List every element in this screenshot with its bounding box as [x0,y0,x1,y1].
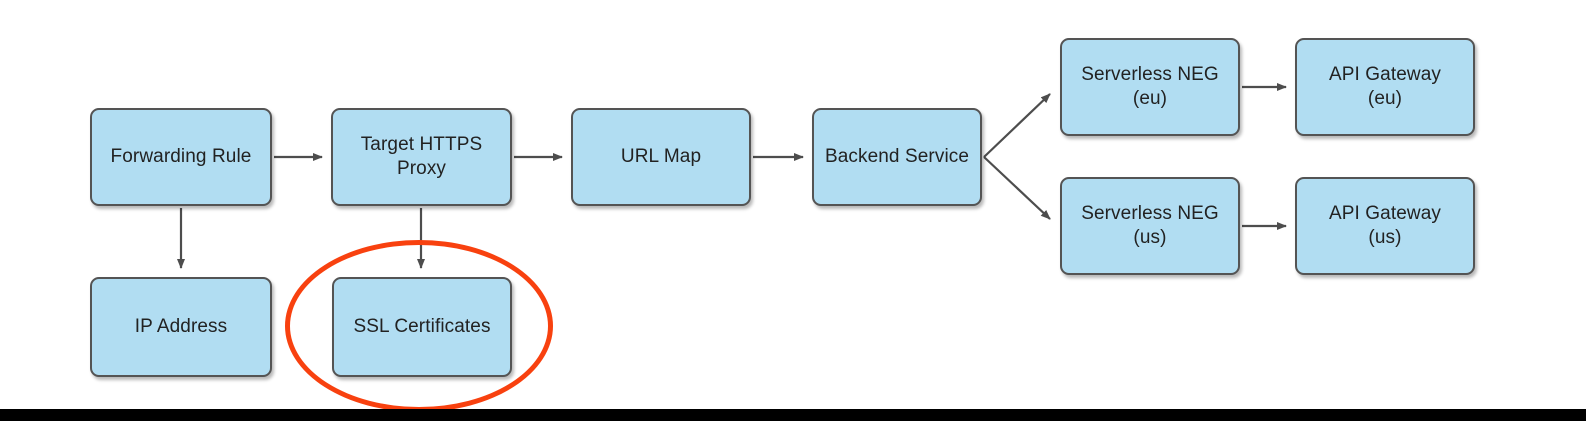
node-label-forwarding-rule: Forwarding Rule [110,146,252,167]
node-label-serverless-neg-eu: Serverless NEG (eu) [1081,64,1219,109]
node-label-ip-address: IP Address [134,316,228,337]
edge-backend-service-to-serverless-neg-us [983,156,1051,220]
node-serverless-neg-us[interactable]: Serverless NEG (us) [1060,177,1240,275]
node-ssl-certificates[interactable]: SSL Certificates [332,277,512,377]
node-label-url-map: URL Map [620,146,702,167]
node-ip-address[interactable]: IP Address [90,277,272,377]
node-label-serverless-neg-us: Serverless NEG (us) [1081,203,1219,248]
node-label-api-gateway-eu: API Gateway (eu) [1329,64,1441,109]
node-backend-service[interactable]: Backend Service [812,108,982,206]
edge-backend-service-to-serverless-neg-eu [983,93,1051,158]
node-api-gateway-eu[interactable]: API Gateway (eu) [1295,38,1475,136]
node-label-ssl-certificates: SSL Certificates [353,316,491,337]
edges-group [177,83,1287,269]
node-target-https-proxy[interactable]: Target HTTPS Proxy [331,108,512,206]
node-url-map[interactable]: URL Map [571,108,751,206]
bottom-black-bar [0,409,1586,421]
node-label-backend-service: Backend Service [824,146,970,167]
node-label-api-gateway-us: API Gateway (us) [1329,203,1441,248]
node-serverless-neg-eu[interactable]: Serverless NEG (eu) [1060,38,1240,136]
node-forwarding-rule[interactable]: Forwarding Rule [90,108,272,206]
node-label-target-https-proxy: Target HTTPS Proxy [360,134,483,179]
node-api-gateway-us[interactable]: API Gateway (us) [1295,177,1475,275]
